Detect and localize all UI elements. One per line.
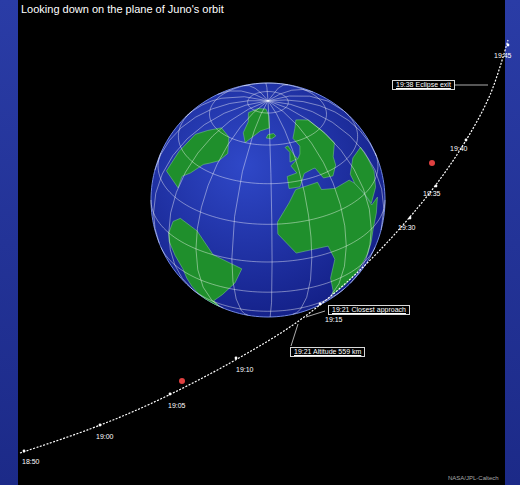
time-tick [435, 185, 438, 188]
land-mass [287, 120, 335, 189]
space-panel [18, 0, 505, 485]
credit-watermark: NASA/JPL-Caltech [448, 475, 499, 482]
time-tick [409, 217, 412, 220]
leader-line [306, 311, 325, 317]
time-tick [23, 450, 26, 453]
eclipse-entry-dot [179, 378, 185, 384]
land-mass [169, 218, 242, 306]
eclipse-exit-dot [429, 160, 435, 166]
land-mass [266, 134, 276, 139]
land-mass [278, 180, 378, 295]
time-tick [465, 139, 468, 142]
diagram-title: Looking down on the plane of Juno's orbi… [21, 3, 224, 16]
graticule [151, 83, 385, 317]
time-label: 18:50 [22, 458, 40, 466]
ocean-sphere [151, 83, 385, 317]
time-tick [507, 44, 510, 47]
time-tick [319, 303, 322, 306]
time-tick [235, 357, 238, 360]
time-tick [99, 424, 102, 427]
time-label: 19:00 [96, 433, 114, 441]
event-box: 19:21 Closest approach [328, 305, 410, 315]
land-mass [350, 147, 375, 203]
event-text: 19:21 Altitude 559 km [294, 348, 361, 355]
event-box: 19:38 Eclipse exit [392, 80, 455, 90]
time-label: 19:30 [398, 224, 416, 232]
time-label: 19:05 [168, 402, 186, 410]
earth-globe [151, 83, 385, 317]
time-label: 19:45 [494, 52, 512, 60]
time-label: 19:35 [423, 190, 441, 198]
trajectory-ticks [23, 44, 510, 453]
event-text: 19:38 Eclipse exit [396, 81, 451, 88]
time-label: 19:40 [450, 145, 468, 153]
event-box: 19:21 Altitude 559 km [290, 347, 365, 357]
time-tick [169, 393, 172, 396]
event-text: 19:21 Closest approach [332, 306, 406, 313]
time-label: 19:10 [236, 366, 254, 374]
land-mass [166, 128, 228, 188]
time-label: 19:15 [325, 316, 343, 324]
leader-line [291, 324, 298, 346]
trajectory-line [20, 40, 508, 453]
